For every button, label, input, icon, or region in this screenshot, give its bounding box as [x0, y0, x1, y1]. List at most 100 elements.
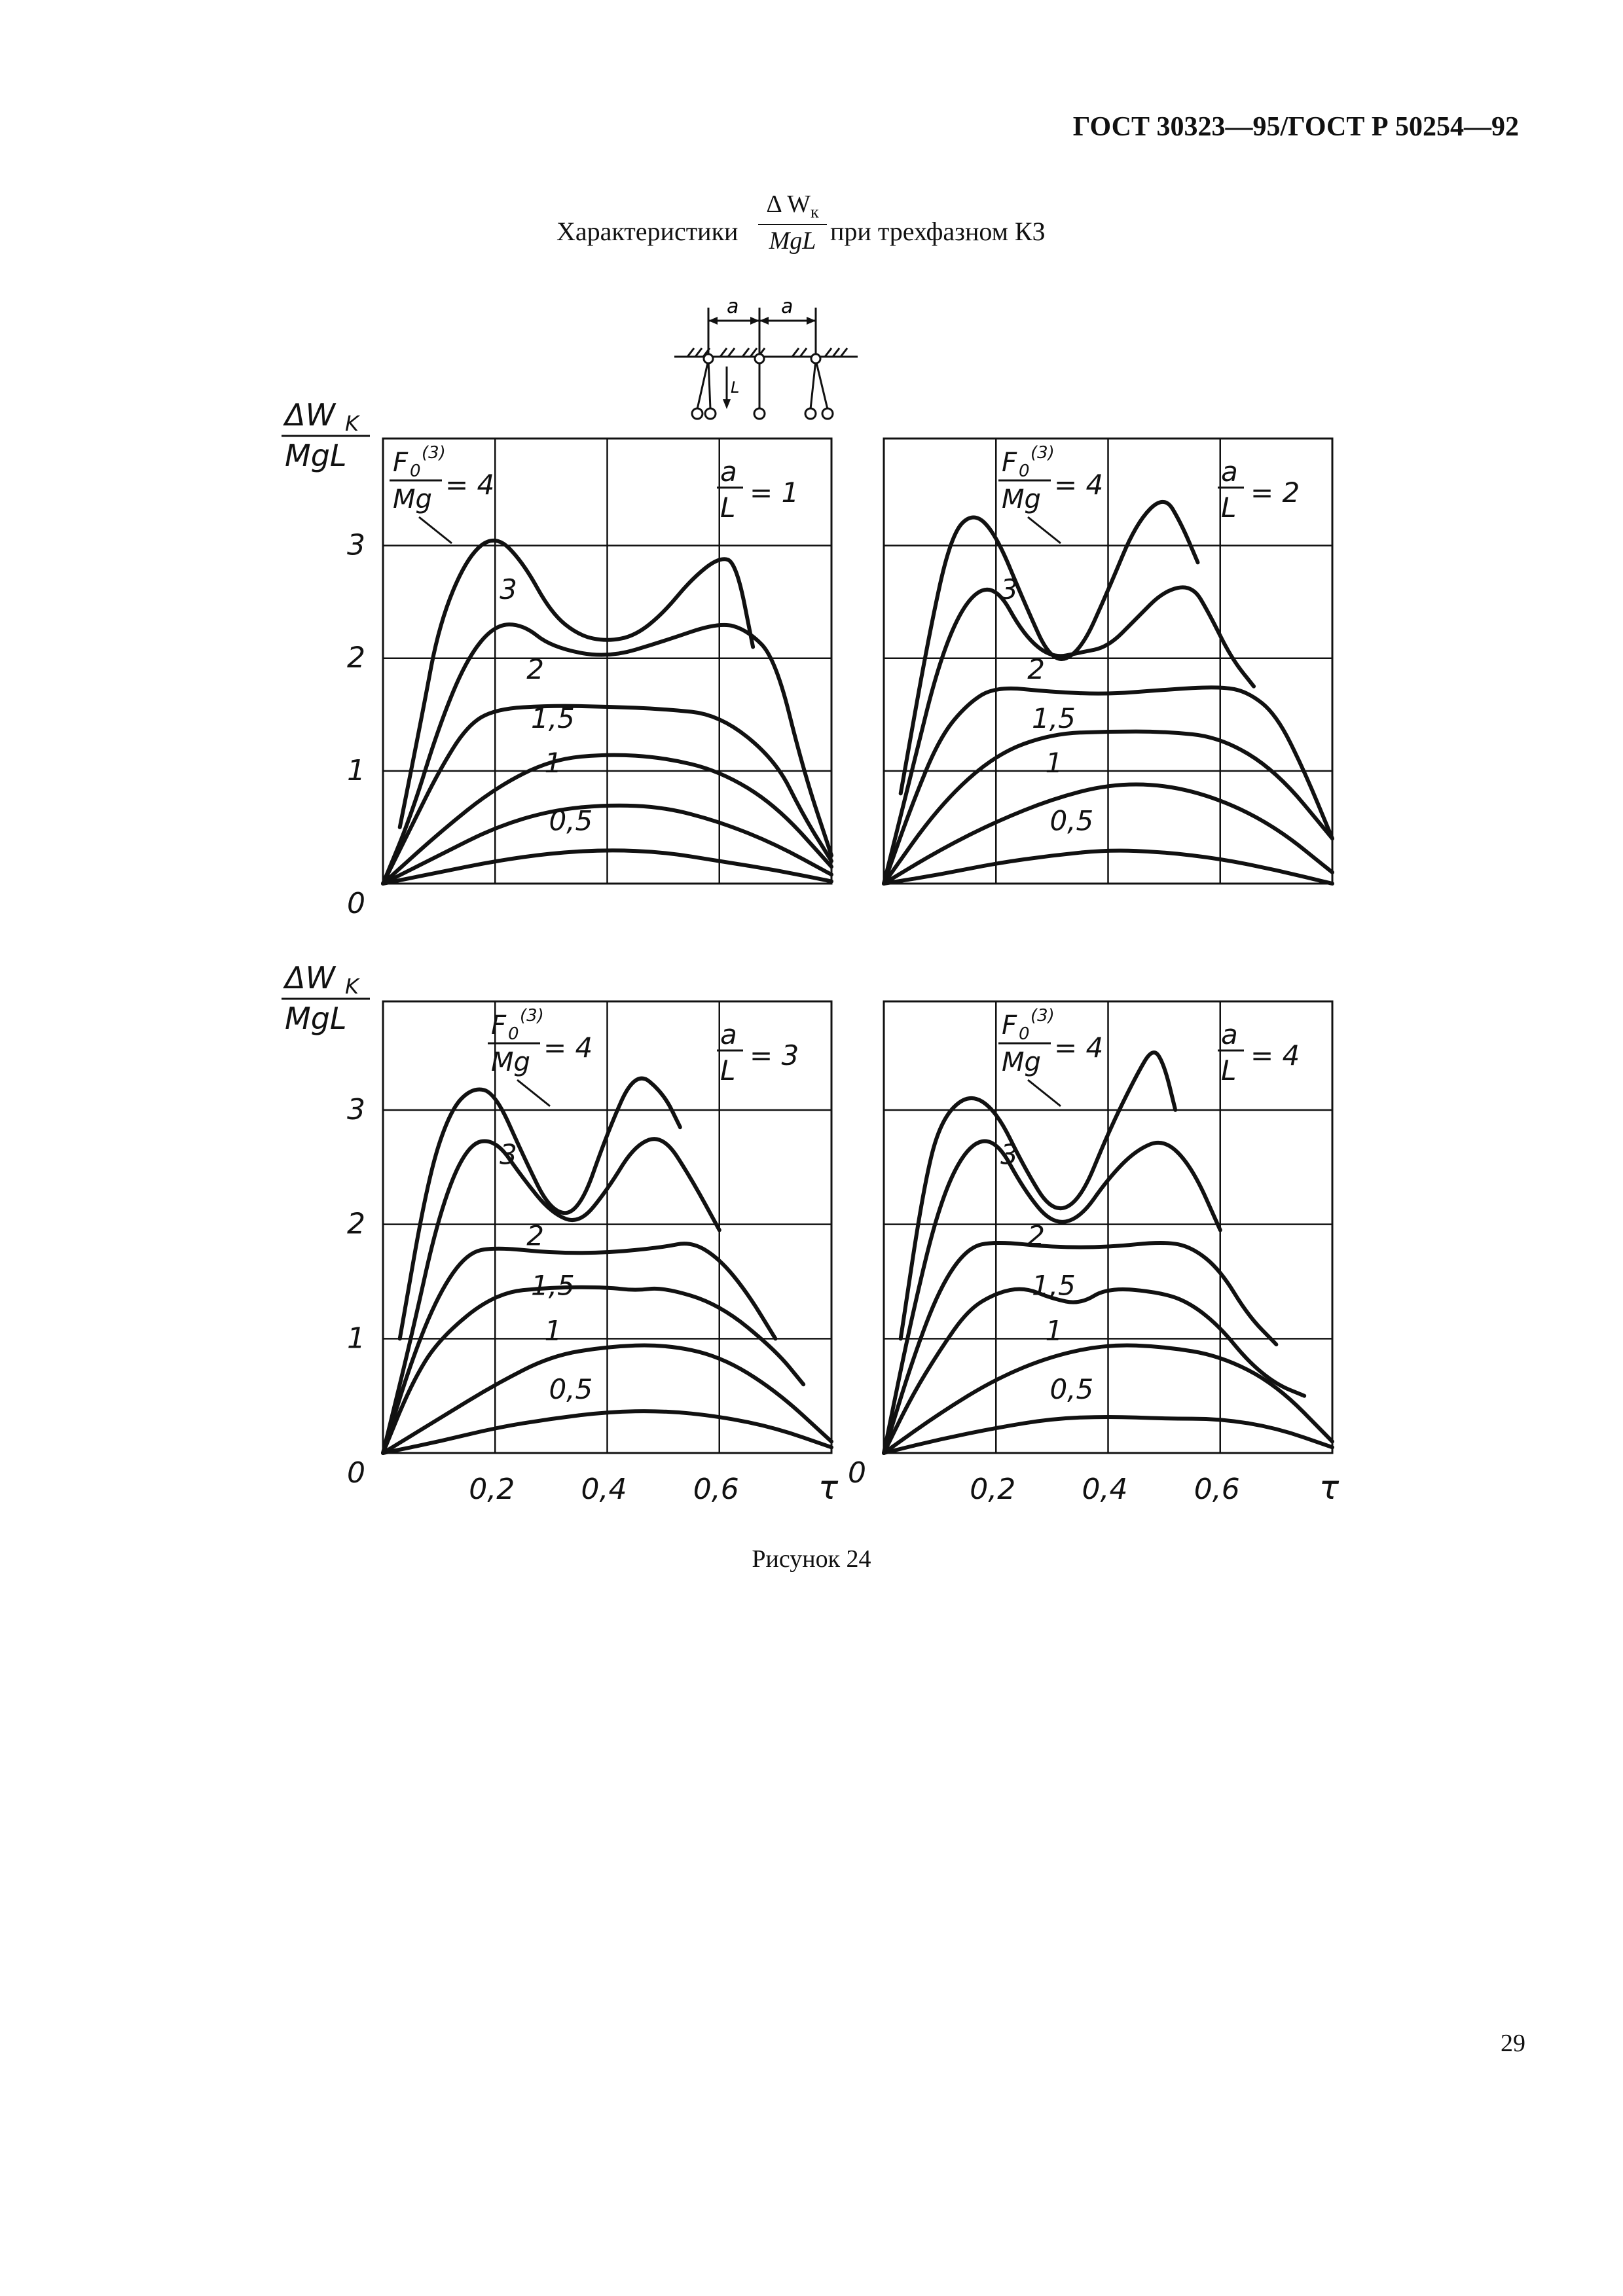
figure-caption: Рисунок 24 — [752, 1545, 871, 1573]
y-tick-label: 0 — [347, 887, 365, 920]
series-line-3 — [381, 622, 833, 886]
figure-title-suffix: при трехфазном КЗ — [830, 217, 1046, 246]
conductor-3b — [814, 359, 829, 410]
force-label-leader — [1027, 516, 1061, 545]
x-tick-label: 0,4 — [581, 1473, 627, 1506]
force-label-value: = 4 — [1054, 469, 1103, 501]
series-label: 1,5 — [531, 1270, 575, 1302]
series-line-1-5 — [381, 1285, 806, 1455]
y-axis-label-denominator: MgL — [285, 1001, 347, 1036]
page-number: 29 — [1501, 2030, 1525, 2057]
y-tick-label: 0 — [848, 1456, 866, 1490]
figure-title-denominator: MgL — [769, 226, 816, 255]
force-label-numerator: F — [1002, 448, 1017, 478]
force-label-leader — [517, 1079, 551, 1107]
y-axis-label-numerator: ΔW — [283, 960, 336, 996]
y-tick-label: 3 — [347, 1093, 365, 1126]
x-tick-label: 0,2 — [970, 1473, 1015, 1506]
force-label-value: = 4 — [543, 1031, 593, 1064]
series-line-3 — [381, 1137, 721, 1455]
series-line-1-5 — [882, 1287, 1307, 1455]
length-arrowhead — [723, 399, 731, 409]
series-label: 3 — [500, 573, 517, 605]
series-line-1 — [882, 1343, 1334, 1455]
series-line-1-5 — [882, 729, 1334, 886]
series-label: 0,5 — [549, 1373, 593, 1405]
x-tick-label: 0,6 — [1194, 1473, 1240, 1506]
series-line-0-5 — [381, 1409, 833, 1455]
series-line-0-5 — [882, 848, 1334, 886]
series-label: 2 — [1027, 1220, 1045, 1252]
force-label-leader — [418, 516, 452, 545]
force-label-denominator: Mg — [393, 484, 432, 514]
ratio-label-value: = 4 — [1250, 1039, 1300, 1071]
y-tick-label: 3 — [347, 529, 365, 562]
suspension-point-2 — [754, 353, 765, 365]
force-label-superscript: (3) — [520, 1006, 544, 1026]
force-label-numerator: F — [491, 1011, 507, 1041]
force-label-leader — [1027, 1079, 1061, 1107]
x-tick-label: 0,4 — [1082, 1473, 1128, 1506]
series-label: 1,5 — [1032, 1270, 1076, 1302]
series-line-0-5 — [882, 1414, 1334, 1455]
dimension-arrowhead-4 — [807, 317, 816, 325]
series-label: 1 — [1046, 1315, 1063, 1347]
conductor-3a — [809, 359, 817, 410]
mass-1a — [691, 407, 704, 420]
figure-title: Характеристики Δ Wк MgL при трехфазном К… — [393, 190, 1244, 275]
mass-3b — [821, 407, 834, 420]
force-label-denominator: Mg — [491, 1047, 530, 1077]
force-label-denominator: Mg — [1002, 1047, 1041, 1077]
figure-title-prefix: Характеристики — [556, 217, 739, 246]
dimension-arrowhead-1 — [708, 317, 718, 325]
series-line-4 — [898, 1050, 1178, 1341]
series-line-1 — [882, 782, 1334, 886]
series-line-4 — [397, 538, 756, 829]
force-label-subscript: 0 — [1019, 461, 1030, 481]
force-label-value: = 4 — [1054, 1031, 1103, 1064]
ratio-label-numerator: a — [720, 456, 737, 488]
series-line-4 — [397, 1076, 682, 1341]
series-label: 2 — [1027, 653, 1045, 685]
ratio-label-value: = 1 — [750, 476, 799, 509]
series-label: 2 — [526, 1220, 544, 1252]
force-label-denominator: Mg — [1002, 484, 1041, 514]
conductor-1a — [696, 359, 710, 410]
force-label-subscript: 0 — [410, 461, 421, 481]
force-label-numerator: F — [1002, 1011, 1017, 1041]
series-line-2 — [381, 1242, 778, 1455]
spacing-label-1: a — [727, 295, 739, 318]
force-label-superscript: (3) — [422, 443, 446, 463]
y-tick-label: 2 — [347, 641, 365, 675]
ratio-label-denominator: L — [1221, 492, 1236, 524]
page-header: ГОСТ 30323—95/ГОСТ Р 50254—92 — [1072, 112, 1519, 142]
dimension-arrowhead-2 — [750, 317, 759, 325]
series-line-1 — [381, 803, 833, 886]
force-label-subscript: 0 — [1019, 1024, 1030, 1044]
ratio-label-denominator: L — [720, 1054, 735, 1086]
y-axis-label-numerator: ΔW — [283, 397, 336, 433]
suspension-point-3 — [810, 353, 822, 365]
series-label: 1,5 — [1032, 702, 1076, 734]
series-line-2 — [882, 685, 1334, 886]
y-tick-label: 1 — [347, 1321, 365, 1355]
series-label: 3 — [1000, 1138, 1018, 1170]
x-tick-label: 0,2 — [469, 1473, 515, 1506]
spacing-label-2: a — [781, 295, 793, 318]
ratio-label-numerator: a — [1221, 456, 1238, 488]
ratio-label-value: = 3 — [750, 1039, 799, 1071]
x-axis-label: τ — [1319, 1469, 1340, 1507]
force-label-value: = 4 — [445, 469, 494, 501]
ratio-label-value: = 2 — [1250, 476, 1300, 509]
series-label: 1 — [1046, 747, 1063, 779]
ratio-label-denominator: L — [1221, 1054, 1236, 1086]
series-line-2 — [882, 1241, 1279, 1455]
y-axis-label-subscript: K — [345, 411, 361, 436]
force-label-subscript: 0 — [508, 1024, 519, 1044]
figure-title-fraction: Δ Wк MgL — [758, 190, 827, 255]
force-label-superscript: (3) — [1030, 443, 1055, 463]
